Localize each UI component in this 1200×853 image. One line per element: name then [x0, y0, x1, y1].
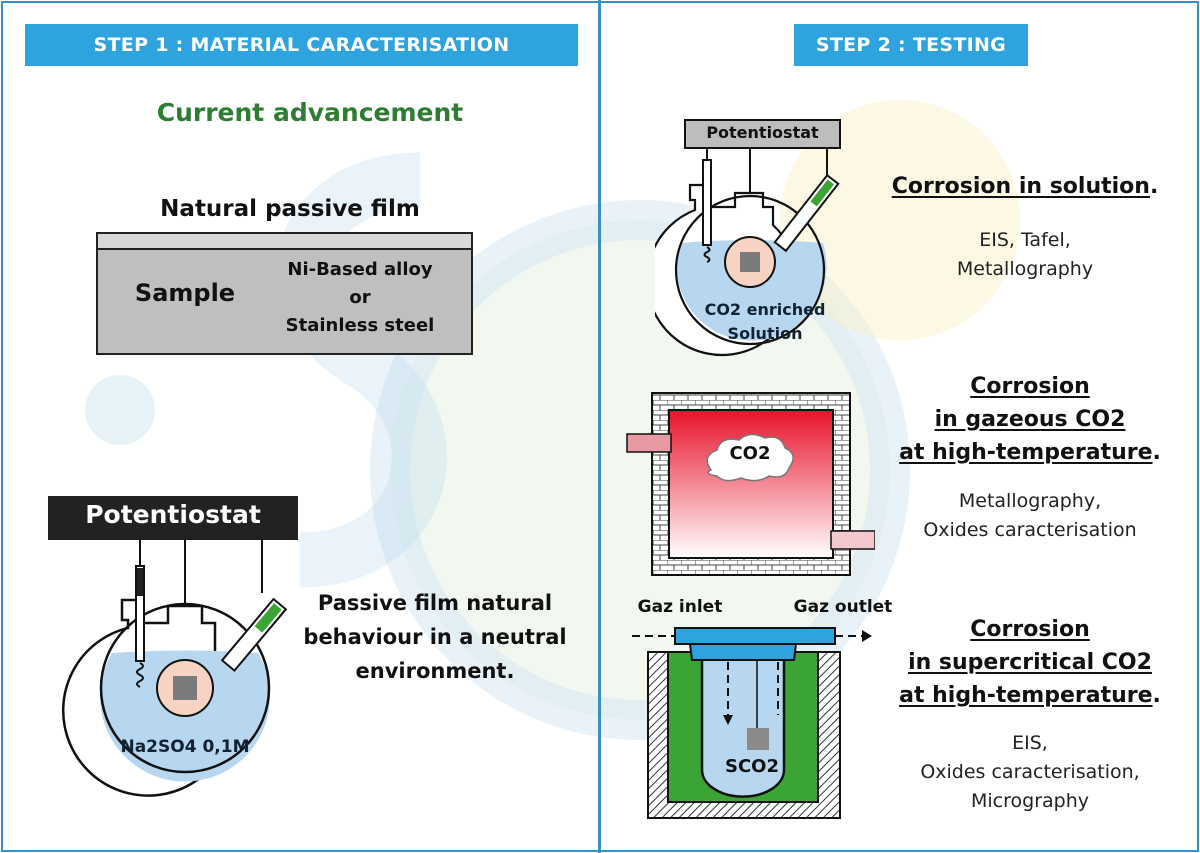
gas-inlet-label: Gaz inlet	[637, 597, 723, 617]
supercritical-title-line-2-text: in supercritical CO2	[908, 650, 1152, 675]
sample-block	[96, 248, 473, 355]
gaseous-methods-line-1: Metallography,	[958, 490, 1102, 512]
step2-furnace	[626, 392, 875, 576]
electrolyte-label: Na2SO4 0,1M	[120, 737, 250, 757]
step1-banner: STEP 1 : MATERIAL CARACTERISATION	[25, 24, 578, 66]
potentiostat-label-step1: Potentiostat	[85, 500, 261, 529]
potentiostat-box	[48, 496, 298, 540]
autoclave-lid	[674, 627, 836, 645]
reference-electrode-tip	[137, 568, 143, 596]
furnace-chamber	[668, 409, 834, 559]
solution-label-line-2: Solution	[727, 324, 803, 343]
gaseous-title-line-3-text: at high-temperature	[899, 440, 1153, 465]
flask-body-outline	[99, 602, 271, 774]
alloy-line-2: or	[349, 287, 371, 308]
supercritical-methods-line-2: Oxides caracterisation,	[920, 761, 1140, 783]
counter-coil	[136, 662, 144, 688]
column-divider	[598, 0, 601, 853]
supercritical-title-line-1: Corrosion	[895, 613, 1165, 646]
small-working-sample	[740, 252, 760, 272]
small-flask-solution	[676, 240, 827, 341]
small-flask-body	[674, 194, 826, 346]
step2-solution-cell	[655, 119, 841, 357]
current-advancement-label: Current advancement	[156, 98, 464, 127]
autoclave-vessel	[700, 650, 786, 798]
gas-outlet-label: Gaz outlet	[793, 597, 893, 617]
supercritical-methods-line-1: EIS,	[1012, 732, 1048, 754]
solution-methods-line-1: EIS, Tafel,	[979, 229, 1071, 251]
step2-banner-text: STEP 2 : TESTING	[815, 34, 1007, 56]
gas-outlet-pipe	[830, 530, 875, 550]
step1-description-line-3-text: environment	[355, 659, 507, 683]
working-electrode-sample	[173, 676, 197, 700]
sco2-label: SCO2	[725, 756, 779, 777]
co2-cloud-label: CO2	[729, 443, 771, 464]
corrosion-solution-title-text: Corrosion in solution	[891, 174, 1150, 199]
autoclave-sample	[747, 728, 769, 750]
supercritical-title-line-1-text: Corrosion	[970, 617, 1090, 642]
watermark-sun	[780, 100, 1020, 340]
step2-banner: STEP 2 : TESTING	[794, 24, 1028, 66]
sample-label: Sample	[134, 279, 236, 307]
counter-electrode-green-tip	[254, 603, 282, 633]
gaseous-title-line-2-text: in gazeous CO2	[934, 407, 1126, 432]
alloy-line-1: Ni-Based alloy	[287, 259, 433, 280]
watermark-globe	[390, 220, 890, 720]
supercritical-title-line-3: at high-temperature.	[899, 683, 1161, 708]
reference-electrode	[135, 565, 145, 662]
gas-inlet-pipe	[626, 433, 672, 453]
solution-label-line-1: CO2 enriched	[704, 300, 826, 319]
gaseous-title-line-1-text: Corrosion	[970, 374, 1090, 399]
step1-description-line-1: Passive film natural	[317, 591, 553, 615]
step1-banner-text: STEP 1 : MATERIAL CARACTERISATION	[93, 34, 510, 56]
gaseous-title-line-3: at high-temperature.	[899, 440, 1161, 465]
co2-cloud	[706, 433, 794, 482]
watermark-s-shape	[275, 152, 447, 588]
gas-flow-arrow	[862, 630, 872, 642]
step1-description-line-2: behaviour in a neutral	[303, 625, 567, 649]
small-reference-electrode	[702, 159, 712, 246]
inner-arrow	[723, 715, 733, 725]
step1-electrochemical-cell	[48, 496, 298, 797]
step1-description-line-3: environment.	[355, 659, 515, 683]
supercritical-methods-line-3: Micrography	[971, 790, 1089, 812]
natural-passive-film-title: Natural passive film	[160, 196, 420, 222]
gaseous-methods-line-2: Oxides caracterisation	[923, 519, 1137, 541]
watermark-dot	[85, 375, 155, 445]
solution-methods-line-2: Metallography	[956, 258, 1094, 280]
potentiostat-label-step2: Potentiostat	[706, 123, 819, 142]
gaseous-title-line-2: in gazeous CO2	[895, 403, 1165, 436]
alloy-line-3: Stainless steel	[285, 315, 435, 336]
small-counter-coil	[703, 246, 711, 263]
supercritical-title-line-3-text: at high-temperature	[899, 683, 1153, 708]
small-tube-green-tip	[810, 179, 835, 207]
step2-autoclave	[632, 627, 872, 819]
gaseous-title-line-1: Corrosion	[895, 370, 1165, 403]
potentiostat-box-small	[684, 119, 841, 149]
corrosion-solution-title: Corrosion in solution.	[891, 174, 1159, 199]
autoclave-neck	[688, 643, 798, 661]
supercritical-title-line-2: in supercritical CO2	[880, 646, 1180, 679]
watermark-ring	[370, 200, 910, 740]
